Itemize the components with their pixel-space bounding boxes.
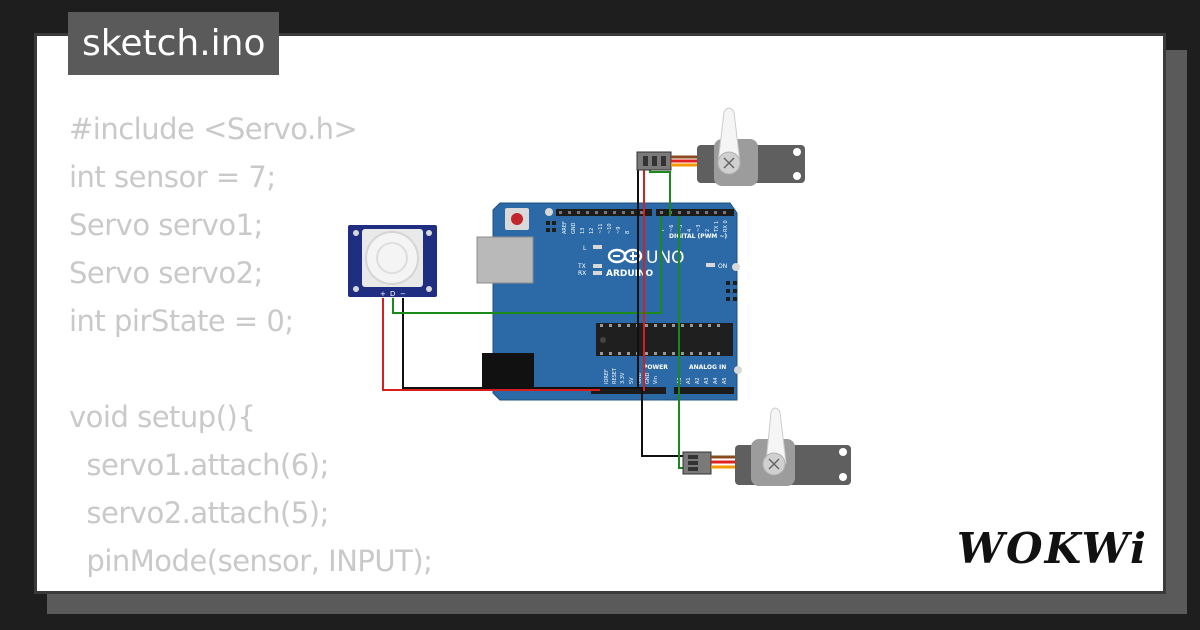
pin-label: ~6 xyxy=(669,225,675,232)
pin-label: ~3 xyxy=(696,225,702,232)
wire-servo2-signal[interactable] xyxy=(678,216,684,469)
pin-label: 13 xyxy=(580,228,586,234)
arduino-uno-board[interactable]: AREF GND 13 12 ~11 ~10 ~9 8 7 ~6 ~5 4 ~3… xyxy=(476,202,742,401)
pin-label: A2 xyxy=(695,377,701,384)
wire-pir-vcc[interactable] xyxy=(382,298,600,391)
pin-label: 5V xyxy=(629,377,635,384)
code-line: Servo servo1; xyxy=(69,208,263,242)
pir-dome xyxy=(365,231,419,285)
pin-label: ~11 xyxy=(598,223,604,234)
board-model: UNO xyxy=(646,248,685,268)
servo1-horn xyxy=(717,107,741,164)
filename-tab[interactable]: sketch.ino xyxy=(68,12,280,75)
pin-label: 2 xyxy=(705,229,711,232)
digital-label: DIGITAL (PWM ~) xyxy=(669,233,727,240)
pin-label: Vin xyxy=(653,376,659,384)
arduino-logo xyxy=(607,248,643,264)
pir-motion-sensor[interactable]: + D − xyxy=(348,225,437,298)
pin-label: 12 xyxy=(589,228,595,234)
code-listing: #include <Servo.h> int sensor = 7; Servo… xyxy=(69,105,433,591)
pir-pin-label: − xyxy=(400,290,406,298)
wokwi-logo[interactable]: WOKWi xyxy=(956,524,1148,573)
analog-header xyxy=(674,387,734,394)
led-label-l: L xyxy=(583,245,587,252)
wire-pir-signal[interactable] xyxy=(392,216,662,314)
board-brand: ARDUINO xyxy=(606,269,654,279)
code-line: int sensor = 7; xyxy=(69,160,276,194)
pin-label-aref: AREF xyxy=(562,221,568,234)
code-line: servo1.attach(6); xyxy=(69,448,329,482)
code-line: #include <Servo.h> xyxy=(69,112,358,146)
microcontroller-chip xyxy=(596,323,733,356)
pin-label: 7 xyxy=(660,229,666,232)
code-line: int pirState = 0; xyxy=(69,304,294,338)
pin-label: IOREF xyxy=(604,369,610,384)
digital-header-right xyxy=(656,209,734,216)
wires xyxy=(382,166,684,469)
pin-label: A3 xyxy=(704,377,710,384)
code-line: servo2.attach(5); xyxy=(69,496,329,530)
servo-motor-1[interactable] xyxy=(636,107,805,186)
power-header xyxy=(591,387,666,394)
pin-label: GND xyxy=(645,372,651,384)
pin-label: A5 xyxy=(722,377,728,384)
pir-pin-label: D xyxy=(390,290,395,298)
servo2-horn xyxy=(765,407,787,464)
pin-label: ~5 xyxy=(678,225,684,232)
code-line: void setup(){ xyxy=(69,400,256,434)
led-label-rx: RX xyxy=(578,270,586,277)
pin-label: ~9 xyxy=(616,227,622,234)
pin-label: GND xyxy=(637,372,643,384)
wire-servo2-gnd[interactable] xyxy=(641,388,684,457)
pin-label: RESET xyxy=(612,367,618,384)
code-line: pinMode(sensor, INPUT); xyxy=(69,544,433,578)
pin-label: 8 xyxy=(625,231,631,234)
pir-pin-label: + xyxy=(380,290,386,298)
led-label-tx: TX xyxy=(577,263,586,270)
pin-label: A4 xyxy=(713,377,719,384)
power-label: POWER xyxy=(643,364,668,371)
code-line: Servo servo2; xyxy=(69,256,263,290)
pin-label: ~10 xyxy=(607,223,613,234)
pin-label: A1 xyxy=(686,377,692,384)
pin-label: 3.3V xyxy=(620,372,626,384)
pin-label: 4 xyxy=(687,229,693,232)
usb-port xyxy=(476,236,534,284)
analog-label: ANALOG IN xyxy=(689,364,726,371)
power-jack xyxy=(482,353,534,389)
pin-label: TX 1 xyxy=(714,221,720,233)
servo-motor-2[interactable] xyxy=(682,407,851,486)
pin-label: RX 0 xyxy=(723,220,729,232)
wire-pir-gnd[interactable] xyxy=(402,298,646,389)
pin-label-gnd: GND xyxy=(571,222,577,234)
led-label-on: ON xyxy=(718,263,727,270)
